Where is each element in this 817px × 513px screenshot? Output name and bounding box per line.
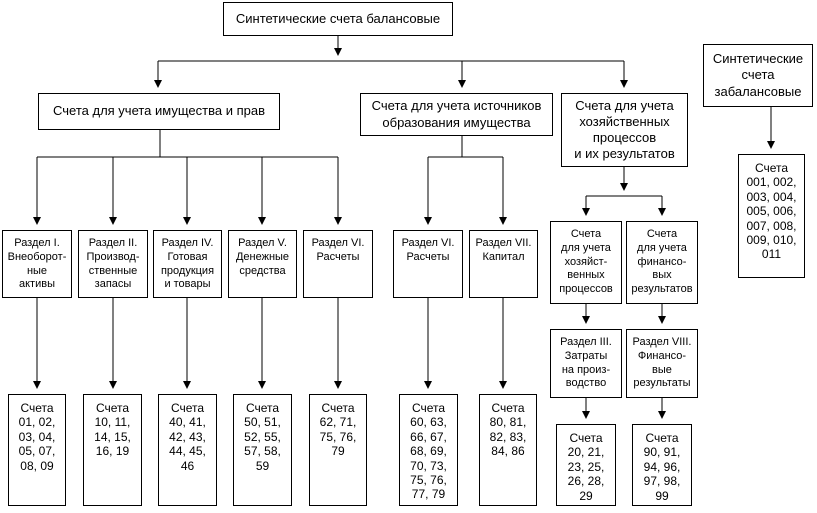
accounts-section-6-sources: Счета 60, 63, 66, 67, 68, 69, 70, 73, 75… <box>399 394 458 506</box>
accounts-section-4: Счета 40, 41, 42, 43, 44, 45, 46 <box>158 394 217 506</box>
sources-accounts: Счета для учета источников образования и… <box>360 93 553 136</box>
accounts-section-2: Счета 10, 11, 14, 15, 16, 19 <box>83 394 142 506</box>
accounts-section-7: Счета 80, 81, 82, 83, 84, 86 <box>479 394 537 506</box>
processes-financial: Счета для учета финансо- вых результатов <box>626 221 698 304</box>
accounts-section-6-property: Счета 62, 71, 75, 76, 79 <box>309 394 367 506</box>
accounts-section-8: Счета 90, 91, 94, 96, 97, 98, 99 <box>632 424 692 506</box>
offbalance-account-list: Счета 001, 002, 003, 004, 005, 006, 007,… <box>738 154 805 278</box>
root-balance-accounts: Синтетические счета балансовые <box>223 2 453 36</box>
section-3: Раздел III. Затраты на произ- водство <box>550 329 622 398</box>
accounts-section-1: Счета 01, 02, 03, 04, 05, 07, 08, 09 <box>8 394 66 506</box>
accounts-section-3: Счета 20, 21, 23, 25, 26, 28, 29 <box>556 424 616 506</box>
section-5: Раздел V. Денежные средства <box>228 230 297 298</box>
section-8: Раздел VIII. Финансо- вые результаты <box>626 329 698 398</box>
processes-accounts: Счета для учета хозяйственных процессов … <box>561 93 688 167</box>
offbalance-accounts: Синтетические счета забалансовые <box>703 44 813 107</box>
section-6-property: Раздел VI. Расчеты <box>303 230 373 298</box>
section-7: Раздел VII. Капитал <box>469 230 538 298</box>
section-2: Раздел II. Производ- ственные запасы <box>78 230 148 298</box>
processes-economic: Счета для учета хозяйст- венных процессо… <box>550 221 622 304</box>
section-4: Раздел IV. Готовая продукция и товары <box>153 230 222 298</box>
section-1: Раздел I. Внеоборот- ные активы <box>2 230 72 298</box>
accounts-section-5: Счета 50, 51, 52, 55, 57, 58, 59 <box>233 394 292 506</box>
section-6-sources: Раздел VI. Расчеты <box>393 230 463 298</box>
property-accounts: Счета для учета имущества и прав <box>38 93 280 130</box>
